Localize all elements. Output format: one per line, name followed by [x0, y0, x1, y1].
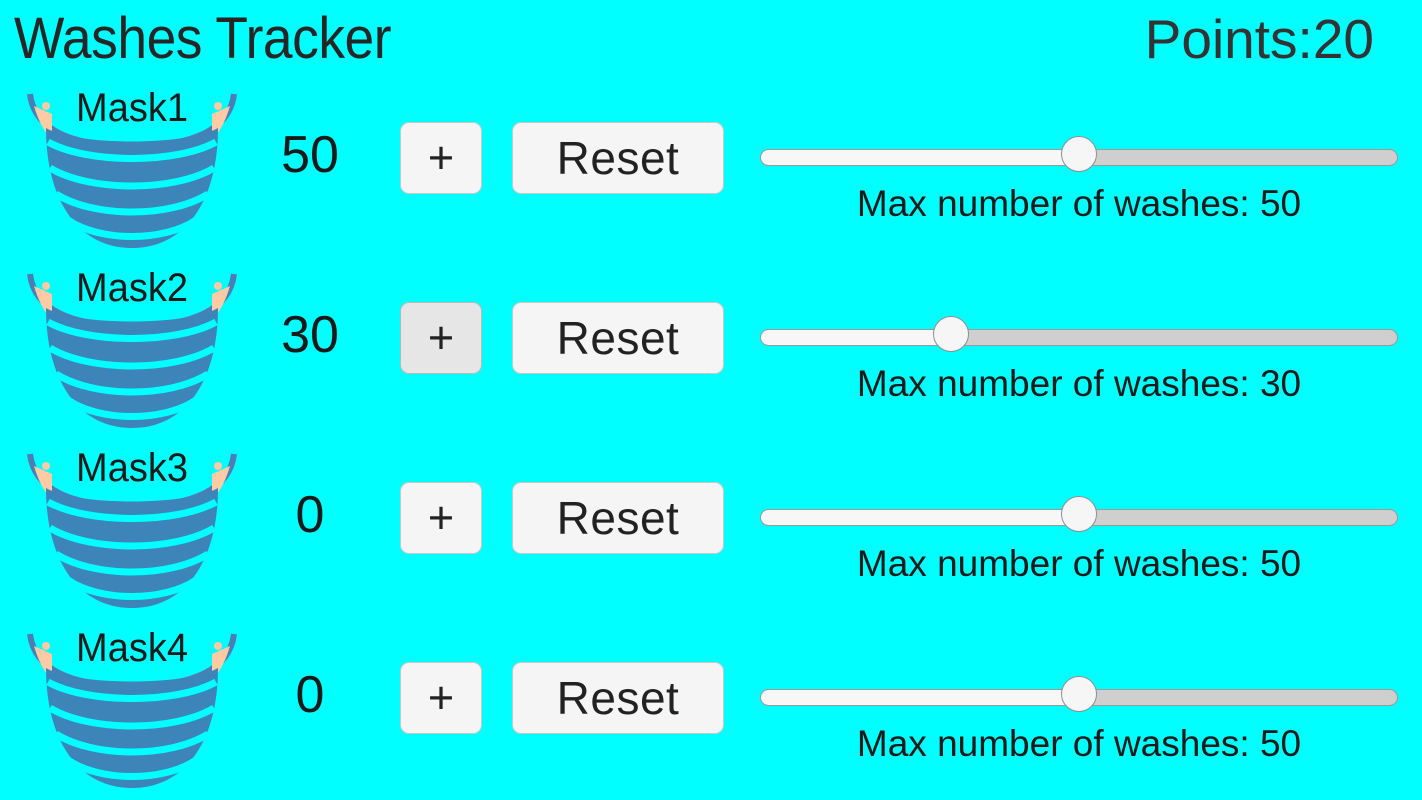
face-mask-icon — [27, 273, 237, 428]
mask-thumbnail: Mask1 — [8, 80, 256, 258]
face-mask-icon — [27, 633, 237, 788]
wash-count: 0 — [295, 486, 325, 544]
wash-count: 30 — [281, 306, 339, 364]
increment-button[interactable]: + — [400, 662, 482, 734]
face-mask-icon — [27, 93, 237, 248]
slider-fill — [761, 690, 1079, 705]
slider-thumb[interactable] — [1061, 676, 1097, 712]
increment-button[interactable]: + — [400, 302, 482, 374]
points-display: Points:20 — [1144, 8, 1374, 70]
wash-count: 50 — [281, 126, 339, 184]
max-washes-slider[interactable]: Max number of washes: 30 — [760, 316, 1398, 404]
slider-fill — [761, 330, 952, 345]
mask-thumbnail: Mask2 — [8, 260, 256, 438]
slider-fill — [761, 150, 1079, 165]
mask-thumbnail: Mask3 — [8, 440, 256, 618]
page-title: Washes Tracker — [14, 6, 392, 71]
slider-label: Max number of washes: 50 — [856, 543, 1302, 584]
slider-label: Max number of washes: 50 — [856, 723, 1302, 764]
increment-button[interactable]: + — [400, 122, 482, 194]
slider-label: Max number of washes: 50 — [856, 183, 1302, 224]
slider-thumb[interactable] — [1061, 136, 1097, 172]
wash-count: 0 — [295, 666, 325, 724]
max-washes-slider[interactable]: Max number of washes: 50 — [760, 136, 1398, 224]
max-washes-slider[interactable]: Max number of washes: 50 — [760, 676, 1398, 764]
slider-thumb[interactable] — [1061, 496, 1097, 532]
mask-row: Mask2 30 + Reset Max number of washes: 3… — [0, 258, 1422, 438]
slider-track[interactable] — [760, 329, 1398, 346]
mask-row: Mask3 0 + Reset Max number of washes: 50 — [0, 438, 1422, 618]
slider-fill — [761, 510, 1079, 525]
reset-button[interactable]: Reset — [512, 662, 724, 734]
reset-button[interactable]: Reset — [512, 482, 724, 554]
slider-label: Max number of washes: 30 — [856, 363, 1302, 404]
reset-button[interactable]: Reset — [512, 122, 724, 194]
mask-thumbnail: Mask4 — [8, 620, 256, 798]
mask-row: Mask4 0 + Reset Max number of washes: 50 — [0, 618, 1422, 798]
max-washes-slider[interactable]: Max number of washes: 50 — [760, 496, 1398, 584]
slider-thumb[interactable] — [933, 316, 970, 352]
app-header: Washes Tracker Points:20 — [0, 0, 1422, 78]
increment-button[interactable]: + — [400, 482, 482, 554]
reset-button[interactable]: Reset — [512, 302, 724, 374]
face-mask-icon — [27, 453, 237, 608]
mask-row: Mask1 50 + Reset Max number of washes: 5… — [0, 78, 1422, 258]
